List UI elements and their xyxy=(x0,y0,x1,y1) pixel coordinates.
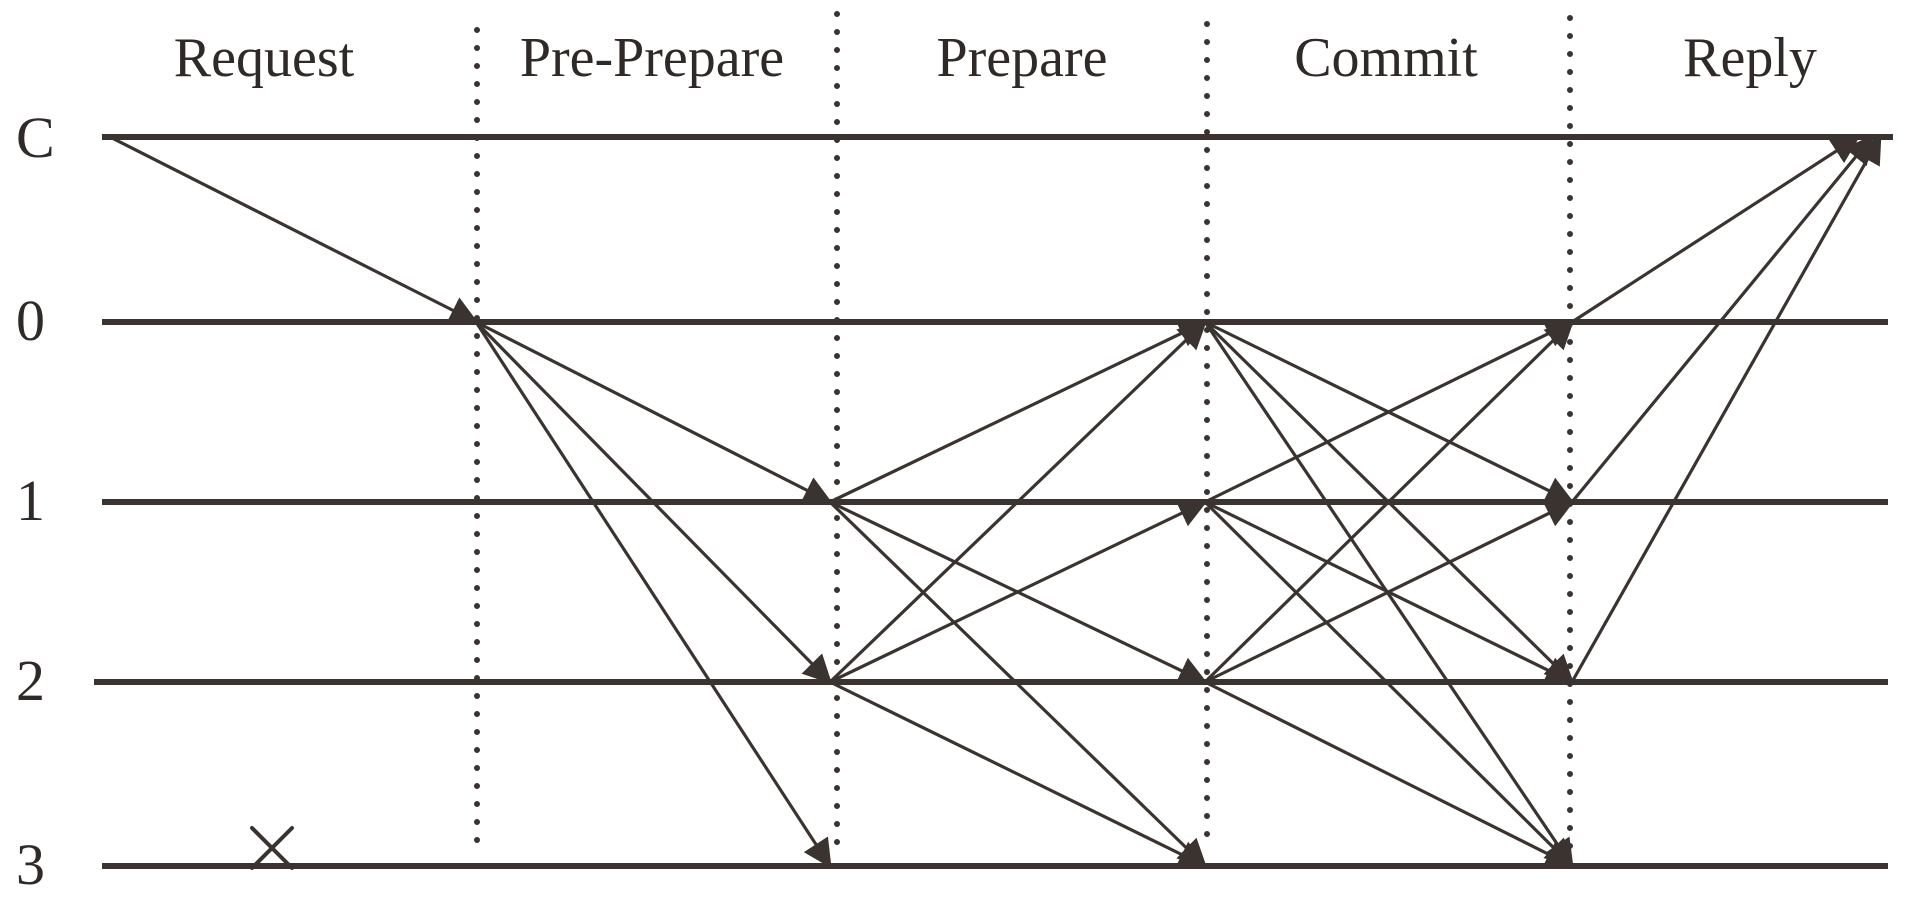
phase-label-request: Request xyxy=(174,27,355,89)
message-commit-1-to-0 xyxy=(1204,320,1575,504)
phase-labels: Request Pre-Prepare Prepare Commit Reply xyxy=(174,27,1817,89)
message-prepare-1-to-3 xyxy=(828,500,1208,869)
message-arrows xyxy=(109,134,1882,869)
message-pre-prepare-0-to-1 xyxy=(475,320,833,504)
message-reply-2-to-c xyxy=(1570,134,1882,683)
phase-label-reply: Reply xyxy=(1683,27,1817,89)
message-commit-1-to-3 xyxy=(1203,500,1575,869)
node-label-2: 2 xyxy=(16,648,45,713)
node-label-c: C xyxy=(16,105,55,170)
phase-label-commit: Commit xyxy=(1294,27,1478,89)
message-commit-0-to-3 xyxy=(1203,321,1574,869)
message-reply-0-to-c xyxy=(1571,135,1861,324)
node-label-0: 0 xyxy=(16,288,45,353)
message-pre-prepare-0-to-3 xyxy=(474,321,832,869)
failure-mark-icon xyxy=(250,826,294,870)
message-commit-2-to-0 xyxy=(1203,319,1575,684)
message-request-c-to-0 xyxy=(109,135,479,324)
node-label-3: 3 xyxy=(16,832,45,897)
message-commit-2-to-3 xyxy=(1204,680,1575,868)
message-commit-2-to-1 xyxy=(1204,500,1575,684)
node-labels: C 0 1 2 3 xyxy=(16,105,55,897)
timelines xyxy=(94,134,1893,869)
message-prepare-2-to-0 xyxy=(828,320,1208,684)
message-reply-1-to-c xyxy=(1570,134,1874,504)
phase-label-pre-prepare: Pre-Prepare xyxy=(520,27,784,89)
message-prepare-1-to-0 xyxy=(829,320,1208,504)
phase-dividers xyxy=(474,11,1573,855)
message-prepare-2-to-1 xyxy=(829,500,1208,684)
phase-label-prepare: Prepare xyxy=(936,27,1107,89)
message-pre-prepare-0-to-2 xyxy=(474,320,833,685)
node-label-1: 1 xyxy=(16,468,45,533)
message-prepare-2-to-3 xyxy=(829,680,1208,868)
